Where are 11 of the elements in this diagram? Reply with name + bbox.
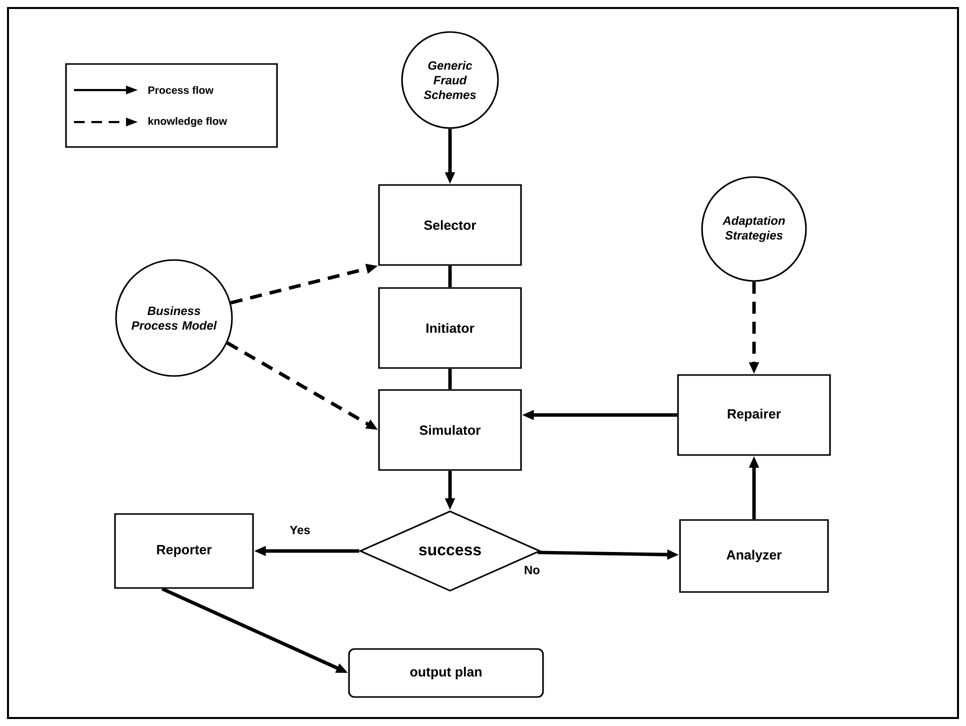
legend-text: Process flow: [148, 86, 214, 94]
process-box: Reporter: [114, 513, 254, 589]
process-box: Simulator: [378, 389, 522, 471]
process-box: Repairer: [677, 374, 831, 456]
process-box: Initiator: [378, 287, 522, 369]
process-box: Selector: [378, 184, 522, 266]
edge-label: Yes: [288, 524, 312, 536]
process-box: Analyzer: [679, 519, 829, 593]
legend-text: knowledge flow: [148, 117, 228, 127]
output-box: output plan: [348, 648, 544, 698]
edge-label: No: [522, 564, 542, 576]
